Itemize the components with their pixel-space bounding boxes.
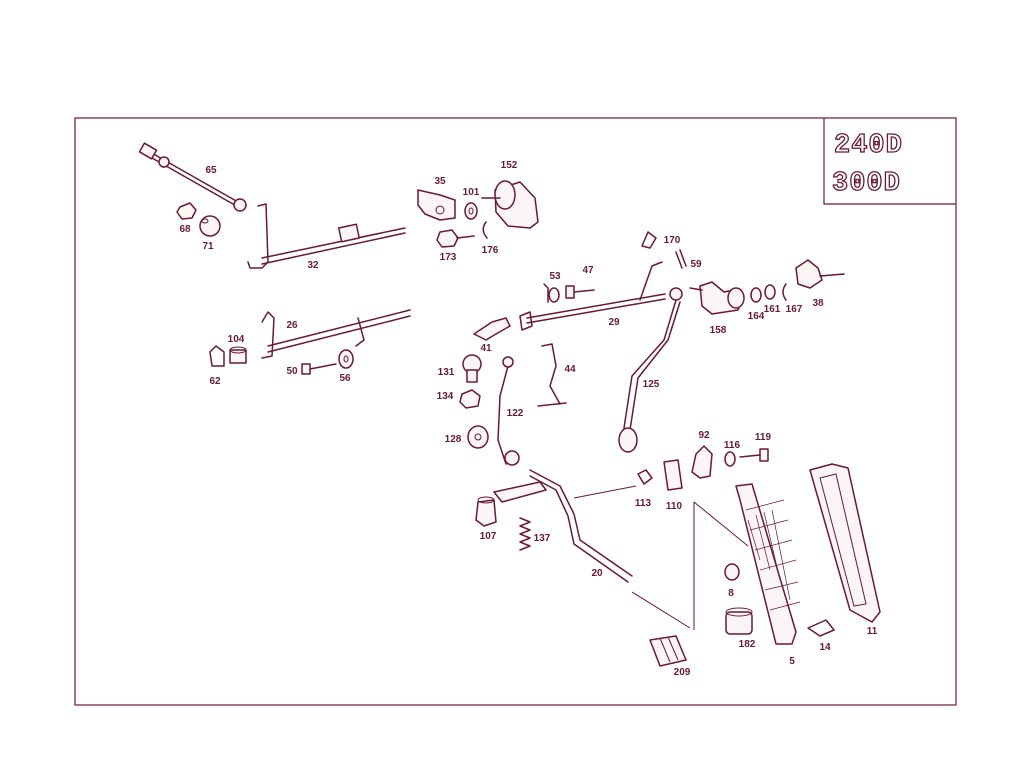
label-56: 56 — [339, 373, 351, 384]
part-bracket-44 — [537, 343, 567, 407]
diagram-frame — [74, 117, 957, 706]
label-161: 161 — [764, 304, 781, 315]
label-71: 71 — [202, 241, 214, 252]
label-50: 50 — [286, 366, 298, 377]
part-link-125 — [618, 287, 683, 453]
label-128: 128 — [445, 434, 462, 445]
part-rod-32 — [247, 203, 406, 269]
label-104: 104 — [228, 334, 245, 345]
label-113: 113 — [635, 498, 652, 509]
part-washer-53 — [548, 287, 560, 303]
part-washer-164 — [750, 287, 762, 303]
part-nut-8 — [724, 563, 740, 581]
label-29: 29 — [608, 317, 620, 328]
part-clip-113 — [637, 469, 653, 485]
label-110: 110 — [666, 501, 683, 512]
label-35: 35 — [434, 176, 446, 187]
label-101: 101 — [463, 187, 480, 198]
label-119: 119 — [755, 432, 772, 443]
label-26: 26 — [286, 320, 298, 331]
part-clip-62 — [209, 345, 225, 367]
label-68: 68 — [179, 224, 191, 235]
label-182: 182 — [739, 639, 756, 650]
label-65: 65 — [205, 165, 217, 176]
part-lever-38 — [795, 259, 845, 289]
label-137: 137 — [534, 533, 551, 544]
part-clip-14 — [807, 619, 835, 637]
part-rod-26 — [261, 309, 411, 359]
label-173: 173 — [440, 252, 457, 263]
part-ball-131 — [462, 354, 482, 383]
label-44: 44 — [564, 364, 576, 375]
part-floor-plate-11 — [809, 463, 881, 623]
label-164: 164 — [748, 311, 765, 322]
label-5: 5 — [789, 656, 795, 667]
part-bushing-182 — [725, 607, 753, 635]
leader-lines — [573, 485, 749, 630]
part-stop-107 — [475, 496, 497, 527]
part-bushing-128 — [467, 425, 489, 449]
part-link-122 — [497, 356, 520, 466]
part-nut-68 — [176, 202, 197, 220]
part-clip-176 — [482, 221, 488, 239]
label-170: 170 — [664, 235, 681, 246]
part-plate-110 — [663, 459, 683, 491]
label-62: 62 — [209, 376, 221, 387]
label-92: 92 — [698, 430, 710, 441]
label-152: 152 — [501, 160, 518, 171]
label-38: 38 — [812, 298, 824, 309]
callout-labels: 65 68 71 32 35 101 152 173 176 170 59 53… — [179, 160, 877, 678]
label-122: 122 — [507, 408, 524, 419]
part-washer-101 — [464, 202, 478, 220]
part-bolt-47 — [565, 285, 595, 299]
part-bracket-92 — [691, 445, 713, 479]
label-116: 116 — [724, 440, 741, 451]
model-badge-300d: 300D — [832, 169, 901, 199]
label-167: 167 — [786, 304, 803, 315]
part-bolt-50 — [301, 363, 337, 375]
part-washer-116 — [724, 451, 736, 467]
part-nut-134 — [459, 389, 481, 409]
part-washer-161 — [764, 284, 776, 300]
label-131: 131 — [438, 367, 455, 378]
label-11: 11 — [867, 626, 878, 637]
part-bracket-35 — [417, 189, 456, 221]
part-lever-41 — [473, 317, 511, 341]
label-14: 14 — [819, 642, 831, 653]
part-pedal-lever-20 — [493, 469, 633, 583]
part-accelerator-pedal-5 — [735, 483, 801, 645]
label-32: 32 — [307, 260, 319, 271]
part-bolt-119 — [739, 448, 769, 462]
part-bushing-209 — [649, 635, 687, 667]
label-125: 125 — [643, 379, 660, 390]
label-107: 107 — [480, 531, 497, 542]
label-47: 47 — [582, 265, 594, 276]
part-screw-173 — [436, 229, 475, 248]
part-clip-167 — [782, 283, 787, 301]
label-134: 134 — [437, 391, 454, 402]
label-158: 158 — [710, 325, 727, 336]
part-ball-71 — [199, 215, 221, 237]
part-bushing-104 — [229, 346, 247, 364]
label-209: 209 — [674, 667, 691, 678]
part-cable-65 — [138, 142, 247, 212]
label-8: 8 — [728, 588, 734, 599]
part-rod-29 — [519, 261, 666, 331]
part-bracket-158 — [689, 281, 745, 315]
label-176: 176 — [482, 245, 499, 256]
label-59: 59 — [690, 259, 702, 270]
part-throttle-body-152 — [481, 180, 539, 229]
part-clip-170 — [641, 231, 657, 249]
model-badge-box: 240D 300D — [823, 118, 956, 205]
label-41: 41 — [480, 343, 492, 354]
label-53: 53 — [549, 271, 561, 282]
part-pin-59 — [675, 249, 687, 269]
model-badge-240d: 240D — [834, 131, 903, 161]
part-washer-56 — [338, 349, 354, 369]
label-20: 20 — [591, 568, 603, 579]
part-spring-137 — [519, 517, 531, 551]
